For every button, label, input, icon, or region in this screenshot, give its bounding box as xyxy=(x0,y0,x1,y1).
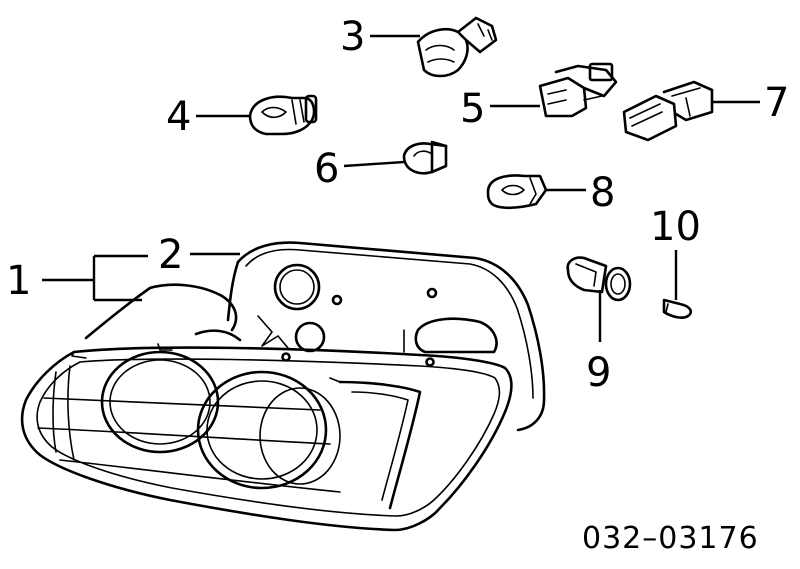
socket-part-5 xyxy=(538,62,618,118)
callout-3: 3 xyxy=(340,14,365,60)
leader-6 xyxy=(343,160,405,168)
callout-1: 1 xyxy=(6,258,31,304)
callout-10: 10 xyxy=(650,204,701,250)
leader-lines xyxy=(42,34,760,342)
callout-8: 8 xyxy=(590,170,615,216)
socket-part-9 xyxy=(566,256,632,302)
connector-part-7 xyxy=(622,80,714,142)
wedge-bulb-part-10 xyxy=(662,298,693,319)
diagram-code: 032–03176 xyxy=(582,521,759,556)
socket-part-3 xyxy=(416,16,498,78)
headlight-assembly-part-1 xyxy=(20,283,513,532)
callout-5: 5 xyxy=(460,86,485,132)
callout-2: 2 xyxy=(158,232,183,278)
callout-4: 4 xyxy=(166,94,191,140)
bulb-socket-part-6 xyxy=(402,140,448,175)
bulb-part-8 xyxy=(486,174,548,210)
callout-7: 7 xyxy=(764,80,789,126)
callout-6: 6 xyxy=(314,146,339,192)
leader-1 xyxy=(42,254,148,302)
headlight-housing-part-2 xyxy=(226,241,546,432)
callouts: 1 2 3 4 5 6 7 8 9 10 xyxy=(6,14,789,396)
bulb-part-4 xyxy=(248,94,318,136)
callout-9: 9 xyxy=(586,350,611,396)
